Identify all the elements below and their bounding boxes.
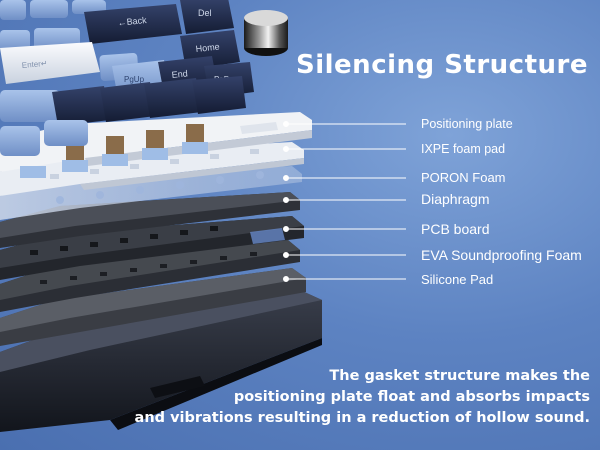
description: The gasket structure makes the positioni…	[130, 366, 590, 429]
label-positioning-plate: Positioning plate	[421, 117, 513, 131]
label-eva-soundproofing-foam: EVA Soundproofing Foam	[421, 247, 582, 263]
silicone-pad-layer	[0, 268, 306, 346]
enter-keycap: Enter↵	[0, 42, 100, 84]
label-poron-foam: PORON Foam	[421, 170, 506, 185]
keycap-pgup-legend: PgUp	[124, 75, 145, 84]
keyboard-case	[0, 290, 322, 432]
rotary-knob	[244, 10, 288, 56]
keycap-home-legend: Home	[195, 42, 220, 54]
keycap-back-legend: ←Back	[117, 15, 147, 28]
eva-foam-layer	[0, 240, 300, 312]
backspace-keycap: ←Back	[84, 4, 182, 44]
pcb-board-layer	[0, 216, 304, 280]
del-keycap: Del	[180, 0, 234, 34]
keycap-del-legend: Del	[198, 8, 212, 18]
description-line-1: The gasket structure makes the	[329, 368, 590, 384]
keycap-end-legend: End	[171, 68, 188, 80]
description-line-3: and vibrations resulting in a reduction …	[134, 410, 590, 426]
switches	[20, 124, 208, 178]
keycap-enter-legend: Enter↵	[21, 59, 48, 70]
keycaps: ←Back Del Home Enter↵ PgUp	[0, 0, 288, 156]
label-ixpe-foam-pad: IXPE foam pad	[421, 142, 506, 156]
page-title: Silencing Structure	[296, 50, 588, 80]
label-silicone-pad: Silicone Pad	[421, 272, 494, 287]
callout-leaders	[283, 121, 406, 282]
description-line-2: positioning plate float and absorbs impa…	[233, 389, 590, 405]
label-pcb-board: PCB board	[421, 221, 490, 237]
label-diaphragm: Diaphragm	[421, 191, 490, 207]
